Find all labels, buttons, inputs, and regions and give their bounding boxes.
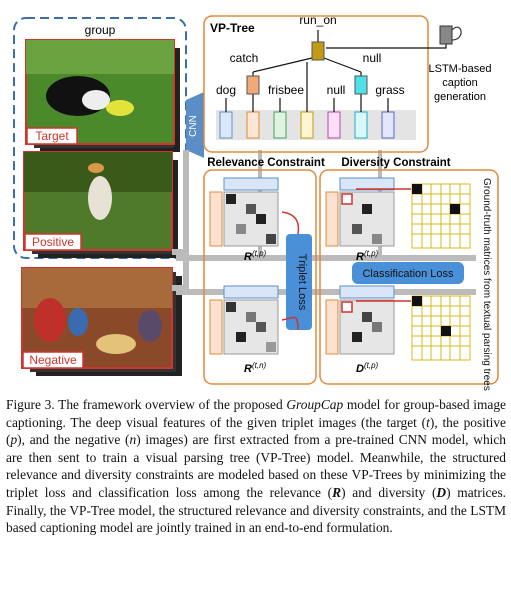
node-dog: dog: [216, 83, 236, 97]
group-label: group: [85, 23, 116, 37]
label-r-tp: R(t,p): [244, 249, 267, 263]
triplet-loss-label: Triplet Loss: [296, 254, 308, 311]
caption-symbol: t: [426, 414, 430, 430]
framework-figure: group Target Positive Negative CNN: [13, 13, 499, 391]
label-r-tn: R(t,n): [244, 361, 267, 375]
negative-image: [21, 267, 173, 369]
diversity-box: [319, 169, 499, 385]
positive-image: [23, 151, 173, 251]
lstm-label-line2: caption: [442, 77, 477, 89]
flow-connector-negative: [172, 255, 189, 291]
caption-symbol: n: [129, 432, 137, 448]
caption-symbol: D: [436, 484, 447, 500]
caption-text: ), and the negative (: [17, 432, 130, 448]
caption-text: ) and diversity (: [341, 484, 437, 500]
caption-text: The framework overview of the proposed: [54, 397, 287, 412]
caption-figure-number: Figure 3.: [6, 397, 55, 412]
node-null-top: null: [363, 51, 382, 65]
matrix-r-tp: [209, 177, 279, 247]
cnn-label: CNN: [188, 115, 199, 137]
run-on-node: [311, 41, 325, 61]
target-image: [25, 39, 175, 145]
cnn-block: [186, 92, 204, 158]
relevance-header: Relevance Constraint: [207, 157, 325, 169]
matrix-d-tp: [325, 285, 395, 355]
vptree-box: [203, 15, 429, 153]
classification-loss-box: [352, 262, 464, 284]
caption-symbol: R: [332, 484, 342, 500]
node-run-on: run_on: [299, 13, 336, 27]
vptree-title: VP-Tree: [210, 21, 255, 35]
node-frisbee: frisbee: [268, 83, 304, 97]
matrix-r-tn: [209, 285, 279, 355]
node-catch: catch: [230, 51, 259, 65]
node-grass: grass: [375, 83, 404, 97]
triplet-loss-box: [286, 234, 312, 330]
figure-caption: Figure 3. The framework overview of the …: [6, 396, 506, 537]
matrix-r-tp-div: [325, 177, 395, 247]
target-label: Target: [35, 129, 69, 143]
caption-symbol: p: [10, 432, 18, 448]
positive-label: Positive: [32, 235, 74, 249]
target-label-box: [26, 127, 78, 145]
negative-label: Negative: [29, 353, 77, 367]
catch-node: [246, 75, 260, 95]
lstm-label-line3: generation: [434, 91, 486, 103]
node-null-mid: null: [327, 83, 346, 97]
caption-text: ), the positive (: [6, 414, 507, 448]
negative-label-box: [22, 351, 84, 369]
caption-text: ) images) are first extracted from a pre…: [6, 432, 506, 500]
lstm-node: [439, 25, 453, 45]
caption-text: model for group-based image captioning. …: [6, 397, 506, 430]
caption-model-name: GroupCap: [286, 397, 344, 412]
label-d-tp: D(t,p): [356, 361, 379, 375]
positive-label-box: [24, 233, 82, 251]
relevance-box: [203, 169, 317, 385]
null-node: [354, 75, 368, 95]
classification-loss-label: Classification Loss: [362, 268, 454, 280]
lstm-label-line1: LSTM-based: [429, 63, 492, 75]
ground-truth-label: Ground-truth matrices from textual parsi…: [481, 178, 492, 391]
feature-cells: [219, 111, 395, 139]
diversity-header: Diversity Constraint: [341, 157, 450, 169]
caption-text: ) matrices. Finally, the VP-Tree model, …: [6, 484, 507, 536]
ground-truth-grid-top: [411, 183, 471, 249]
label-r-tp-div: R(t,p): [356, 249, 379, 263]
flow-connector: [172, 150, 189, 255]
